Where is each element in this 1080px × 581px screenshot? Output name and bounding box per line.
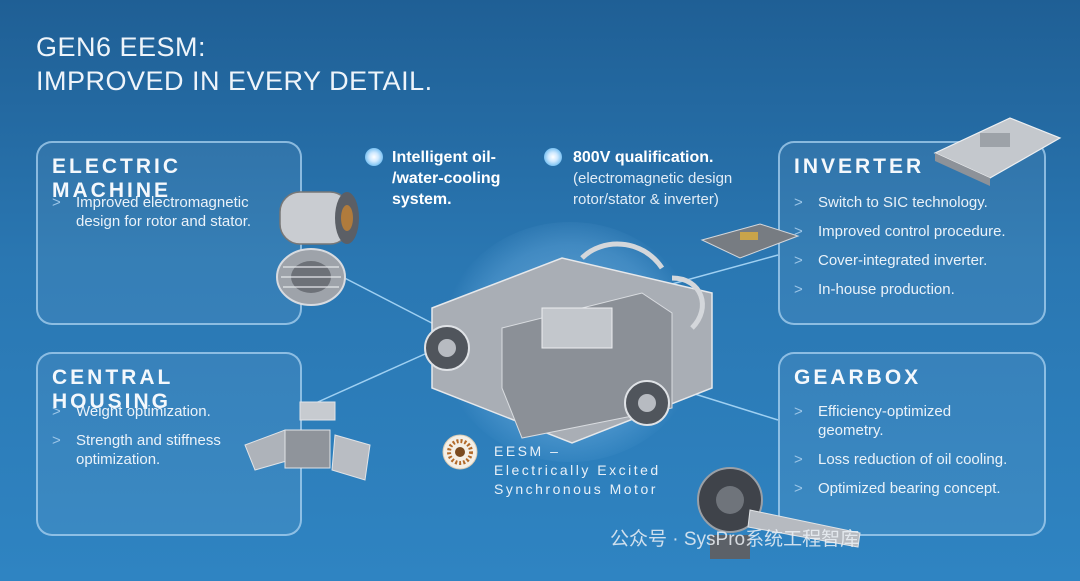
housing-exploded-image [244,401,371,481]
list-item: >Optimized bearing concept. [794,480,1001,497]
list-item: >Strength and stiffness optimization. [52,432,221,468]
stator-image [279,191,359,245]
inverter-heading: INVERTER [794,155,925,178]
list-item: >In-house production. [794,281,955,298]
list-item: >Improved electromagnetic design for rot… [52,194,252,230]
central-housing-list: >Weight optimization. >Strength and stif… [52,402,292,479]
list-item: >Switch to SIC technology. [794,194,988,211]
electric-machine-panel: ELECTRIC MACHINE >Improved electromagnet… [36,141,302,325]
central-housing-heading: CENTRAL HOUSING [52,366,173,413]
electric-machine-list: >Improved electromagnetic design for rot… [52,193,292,241]
title-line-2: IMPROVED IN EVERY DETAIL. [36,66,433,96]
list-item: >Improved control procedure. [794,223,1006,240]
gearbox-heading: GEARBOX [794,366,922,389]
voltage-glow-icon [544,148,562,166]
watermark: 公众号 · SysPro系统工程智库 [610,529,860,550]
cooling-feature: Intelligent oil- /water-cooling system. [392,149,501,208]
rotor-image [276,248,346,306]
list-item: >Efficiency-optimized geometry. [794,403,952,439]
drive-unit-image [424,241,713,444]
page-title: GEN6 EESM: IMPROVED IN EVERY DETAIL. [36,30,433,98]
central-housing-panel: CENTRAL HOUSING >Weight optimization. >S… [36,352,302,536]
electric-machine-heading: ELECTRIC MACHINE [52,155,181,202]
inverter-board-image [700,223,800,259]
gearbox-list: >Efficiency-optimized geometry. >Loss re… [794,402,1044,508]
inverter-cover-image [933,117,1062,186]
cooling-glow-icon [365,148,383,166]
gearbox-panel: GEARBOX >Efficiency-optimized geometry. … [778,352,1046,536]
eesm-rotor-icon [442,434,478,470]
list-item: >Loss reduction of oil cooling. [794,451,1008,468]
inverter-list: >Switch to SIC technology. >Improved con… [794,193,1044,309]
eesm-label: EESM – Electrically Excited Synchronous … [494,443,661,497]
list-item: >Cover-integrated inverter. [794,252,988,269]
voltage-feature: 800V qualification. (electromagnetic des… [573,149,733,208]
title-line-1: GEN6 EESM: [36,32,207,62]
list-item: >Weight optimization. [52,403,211,420]
gearbox-shaft-image [697,467,861,559]
